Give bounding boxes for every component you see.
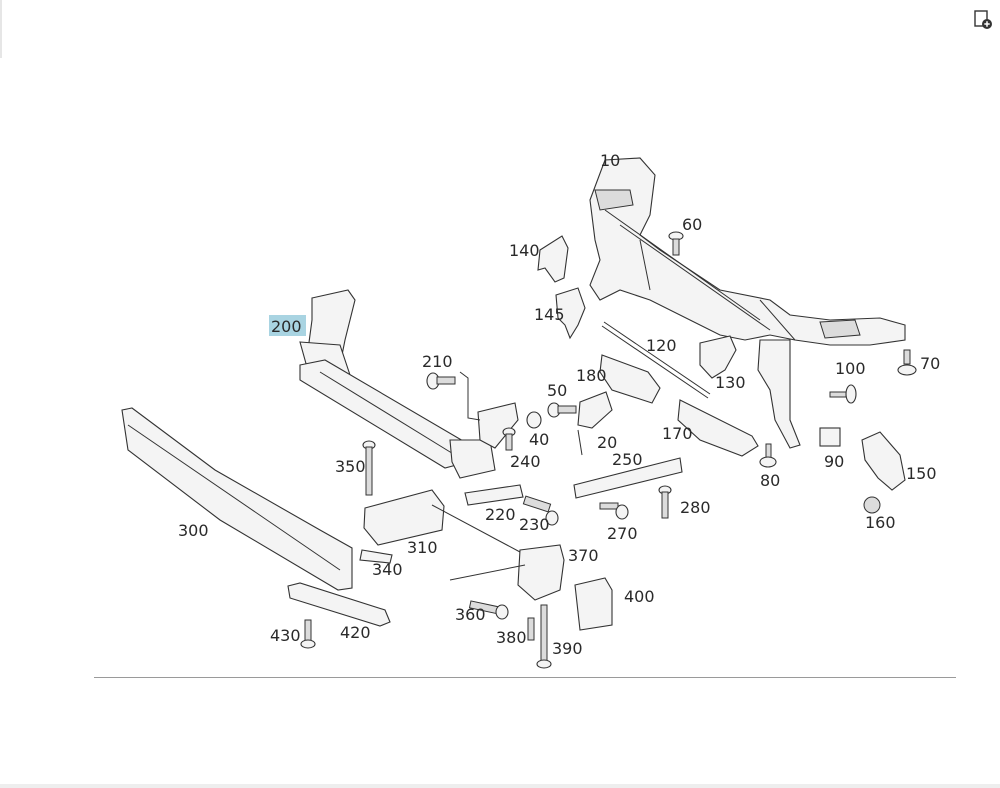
part-210-bolt: [426, 372, 456, 390]
part-230-bolt: [522, 495, 559, 526]
part-220-bracket: [464, 484, 524, 506]
part-340-clip: [359, 549, 393, 564]
callout-360[interactable]: 360: [455, 605, 486, 624]
part-430-bolt: [300, 619, 316, 649]
diagram-bottom-divider: [94, 677, 956, 678]
part-270-bolt: [599, 502, 629, 520]
part-240-bolt: [502, 427, 516, 451]
callout-160[interactable]: 160: [865, 513, 896, 532]
part-200-crossmember: [299, 289, 519, 479]
callout-230[interactable]: 230: [519, 515, 550, 534]
callout-390[interactable]: 390: [552, 639, 583, 658]
part-80-clip: [759, 443, 777, 468]
part-120-strip: [601, 321, 711, 399]
callout-340[interactable]: 340: [372, 560, 403, 579]
callout-40[interactable]: 40: [529, 430, 549, 449]
callout-150[interactable]: 150: [906, 464, 937, 483]
part-370-lock: [517, 544, 565, 601]
part-360-bolt: [468, 600, 509, 620]
callout-400[interactable]: 400: [624, 587, 655, 606]
callout-60[interactable]: 60: [682, 215, 702, 234]
callout-10[interactable]: 10: [600, 151, 620, 170]
callout-210[interactable]: 210: [422, 352, 453, 371]
part-90-block: [819, 427, 841, 447]
callout-420[interactable]: 420: [340, 623, 371, 642]
part-150-bracket: [861, 431, 906, 491]
callout-180[interactable]: 180: [576, 366, 607, 385]
callout-90[interactable]: 90: [824, 452, 844, 471]
callout-140[interactable]: 140: [509, 241, 540, 260]
part-380-bolt: [527, 617, 535, 641]
part-250-bar: [573, 457, 683, 499]
callout-70[interactable]: 70: [920, 354, 940, 373]
callout-270[interactable]: 270: [607, 524, 638, 543]
part-70-clip: [897, 349, 917, 376]
callout-200[interactable]: 200: [271, 317, 302, 336]
part-390-bolt: [536, 604, 552, 669]
part-100-bolt: [829, 384, 857, 404]
callout-250[interactable]: 250: [612, 450, 643, 469]
callout-350[interactable]: 350: [335, 457, 366, 476]
callout-220[interactable]: 220: [485, 505, 516, 524]
callout-310[interactable]: 310: [407, 538, 438, 557]
callout-430[interactable]: 430: [270, 626, 301, 645]
callout-50[interactable]: 50: [547, 381, 567, 400]
bottom-bar: [0, 784, 1000, 788]
part-400-cover: [574, 577, 613, 631]
callout-130[interactable]: 130: [715, 373, 746, 392]
callout-145[interactable]: 145: [534, 305, 565, 324]
part-140-bracket: [537, 235, 569, 283]
callout-80[interactable]: 80: [760, 471, 780, 490]
callout-380[interactable]: 380: [496, 628, 527, 647]
callout-170[interactable]: 170: [662, 424, 693, 443]
part-310-bracket: [363, 489, 445, 546]
callout-240[interactable]: 240: [510, 452, 541, 471]
part-420-absorber: [287, 582, 391, 627]
part-40-washer: [526, 411, 542, 429]
callout-100[interactable]: 100: [835, 359, 866, 378]
callout-280[interactable]: 280: [680, 498, 711, 517]
part-50-bolt: [547, 402, 577, 418]
callout-300[interactable]: 300: [178, 521, 209, 540]
add-to-document-icon[interactable]: [972, 8, 994, 30]
left-edge-divider: [0, 0, 2, 58]
part-20-bracket: [577, 391, 613, 429]
highlight-box-200: [269, 315, 306, 336]
part-280-bolt: [658, 485, 672, 519]
part-10-front-carrier: [589, 157, 906, 449]
part-60-bolt: [668, 231, 684, 256]
callout-20[interactable]: 20: [597, 433, 617, 452]
callout-370[interactable]: 370: [568, 546, 599, 565]
part-180-panel: [599, 354, 661, 404]
part-130-bracket: [699, 335, 737, 379]
part-160-nut: [863, 496, 881, 514]
part-170-panel: [677, 399, 759, 457]
part-350-bolt: [362, 440, 376, 496]
callout-120[interactable]: 120: [646, 336, 677, 355]
part-145-bracket: [555, 287, 586, 340]
